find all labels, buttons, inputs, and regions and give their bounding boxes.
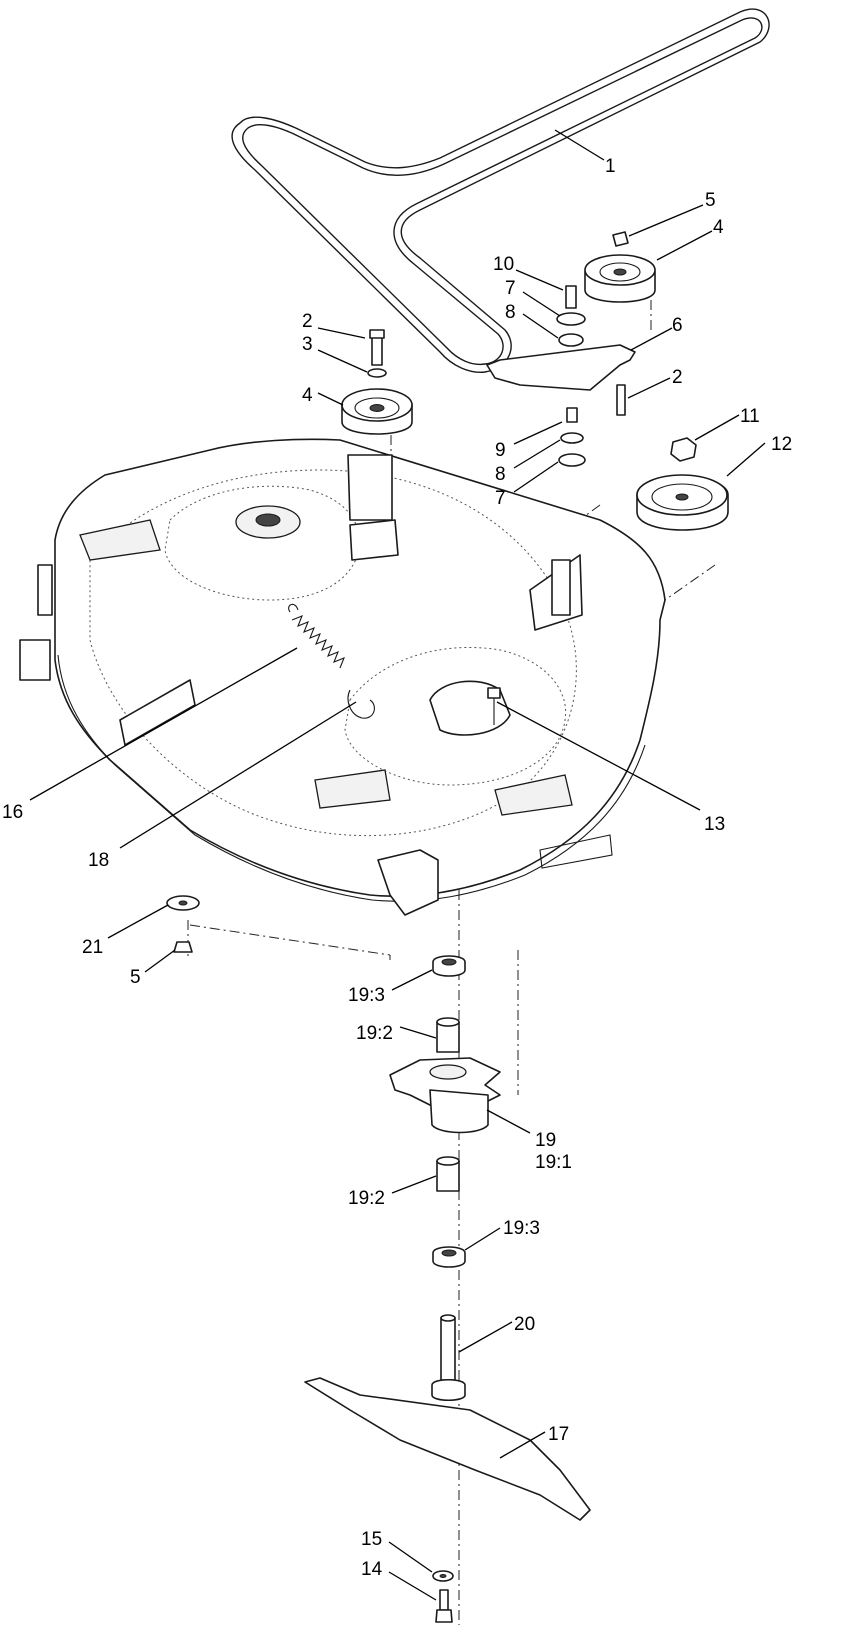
v-belt [231, 8, 770, 373]
spring-hook [347, 689, 375, 719]
callout-19-1: 19:1 [535, 1152, 572, 1173]
extension-spring [288, 603, 345, 669]
callout-19-2-bottom: 19:2 [348, 1188, 385, 1209]
callout-18: 18 [88, 850, 109, 871]
bolt-13 [487, 687, 501, 725]
callout-12: 12 [771, 434, 792, 455]
callout-3: 3 [302, 334, 313, 355]
callout-17: 17 [548, 1424, 569, 1445]
callout-19: 19 [535, 1130, 556, 1151]
washer-and-nut-lower-left [166, 895, 200, 953]
callout-15: 15 [361, 1529, 382, 1550]
callout-19-3-top: 19:3 [348, 985, 385, 1006]
callout-6: 6 [672, 315, 683, 336]
mower-blade [304, 1377, 591, 1521]
callout-5-top: 5 [705, 190, 716, 211]
callout-9: 9 [495, 440, 506, 461]
right-idler-arm-group [486, 231, 656, 467]
callout-labels: 1 2 3 4 5 4 10 7 8 6 2 9 8 7 11 12 13 16… [2, 156, 792, 1580]
callout-19-2-top: 19:2 [356, 1023, 393, 1044]
callout-7-top: 7 [505, 278, 516, 299]
callout-21: 21 [82, 937, 103, 958]
callout-1: 1 [605, 156, 616, 177]
callout-2-left: 2 [302, 311, 313, 332]
callout-11: 11 [740, 406, 760, 427]
callout-13: 13 [704, 814, 725, 835]
blade-washer-and-bolt [432, 1570, 454, 1623]
leader-lines [29, 129, 766, 1601]
pulley-and-nut [636, 437, 729, 531]
spindle-assembly [389, 955, 501, 1268]
callout-16: 16 [2, 802, 23, 823]
callout-2-right: 2 [672, 367, 683, 388]
callout-14: 14 [361, 1559, 383, 1580]
callout-10: 10 [493, 254, 514, 275]
callout-19-3-bottom: 19:3 [503, 1218, 540, 1239]
spindle-shaft [431, 1314, 466, 1402]
callout-7-bottom: 7 [495, 488, 506, 509]
callout-4-right: 4 [713, 217, 724, 238]
callout-4-left: 4 [302, 385, 313, 406]
callout-5-bottom: 5 [130, 967, 141, 988]
callout-20: 20 [514, 1314, 535, 1335]
mower-deck [19, 438, 666, 916]
callout-8-bottom: 8 [495, 464, 506, 485]
callout-8-top: 8 [505, 302, 516, 323]
left-idler-pulley-group [341, 329, 413, 435]
